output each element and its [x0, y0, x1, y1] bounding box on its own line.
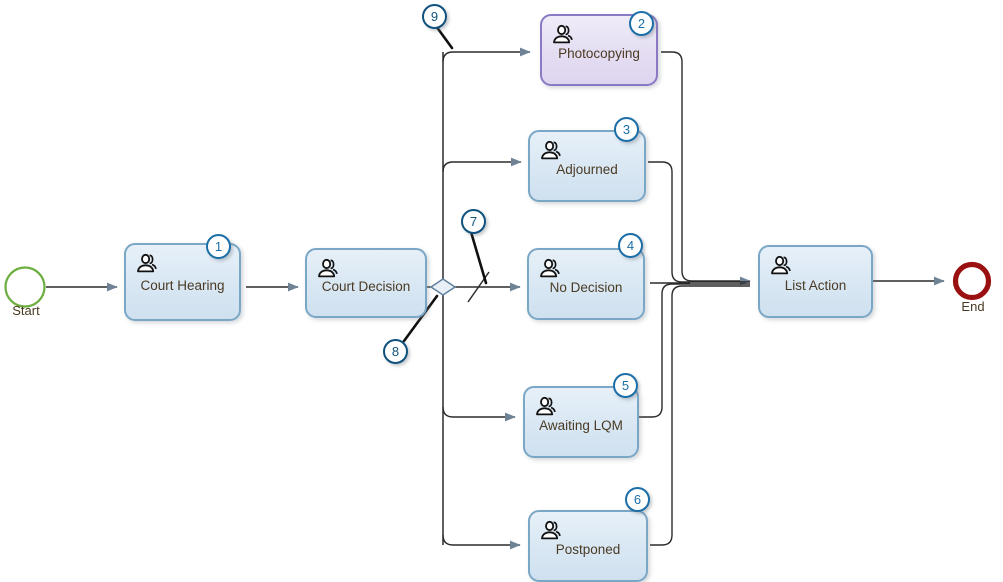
- task-court-hearing[interactable]: Court Hearing: [124, 243, 241, 321]
- start-event-label: Start: [12, 303, 40, 318]
- badge-5: 5: [613, 373, 638, 398]
- callout-badge-9: 9: [422, 4, 447, 29]
- end-event-label: End: [961, 299, 985, 314]
- task-label: Postponed: [555, 542, 621, 557]
- task-court-decision[interactable]: Court Decision: [305, 248, 427, 318]
- manual-task-user-icon: [551, 23, 575, 47]
- task-label: List Action: [784, 277, 847, 293]
- callout-badge-8: 8: [383, 339, 408, 364]
- callout-badge-7: 7: [461, 209, 486, 234]
- manual-task-user-icon: [538, 257, 562, 281]
- badge-6: 6: [625, 487, 650, 512]
- task-label: Adjourned: [556, 162, 618, 177]
- diamond-gateway-icon: [429, 278, 457, 296]
- task-awaiting-lqm[interactable]: Awaiting LQM: [523, 386, 639, 458]
- manual-task-user-icon: [534, 395, 558, 419]
- task-label: Photocopying: [558, 46, 640, 61]
- task-postponed[interactable]: Postponed: [528, 510, 648, 582]
- manual-task-user-icon: [316, 257, 340, 281]
- manual-task-user-icon: [135, 252, 159, 276]
- start-event-circle: [4, 266, 46, 308]
- badge-3: 3: [614, 117, 639, 142]
- task-adjourned[interactable]: Adjourned: [528, 130, 646, 202]
- badge-1: 1: [206, 234, 231, 259]
- task-label: Awaiting LQM: [539, 418, 623, 433]
- manual-task-user-icon: [769, 254, 793, 278]
- task-label: Court Hearing: [140, 278, 225, 293]
- task-list-action[interactable]: List Action: [758, 245, 873, 318]
- badge-4: 4: [618, 233, 643, 258]
- end-event-circle: [952, 261, 992, 301]
- task-label: No Decision: [549, 280, 623, 295]
- manual-task-user-icon: [539, 139, 563, 163]
- badge-2: 2: [629, 11, 654, 36]
- manual-task-user-icon: [539, 519, 563, 543]
- task-no-decision[interactable]: No Decision: [527, 248, 645, 320]
- task-label: Court Decision: [321, 279, 411, 294]
